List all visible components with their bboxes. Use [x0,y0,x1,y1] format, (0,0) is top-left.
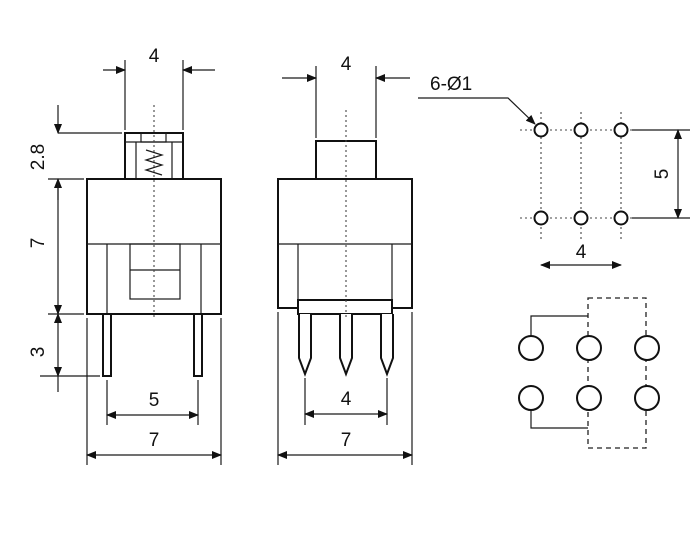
circuit-schematic [518,297,660,449]
side-dim-pin-spacing: 4 [341,389,352,410]
front-dim-actuator-height: 2.8 [28,144,49,170]
front-window [129,243,181,300]
hole [573,210,589,226]
contact [634,335,660,361]
pcb-layout: 6-Ø1 5 4 [418,74,690,269]
side-dim-actuator-width: 4 [341,54,352,75]
pcb-dim-col-spacing: 4 [576,242,587,263]
dashed-switch-box [587,297,647,449]
front-dim-pin-spacing: 5 [149,390,160,411]
pcb-dim-row-spacing: 5 [652,169,673,180]
hole [533,122,549,138]
front-dim-pin-length: 3 [28,347,49,358]
hole [613,122,629,138]
front-pin-left [102,313,112,377]
side-base [297,299,393,315]
hole [613,210,629,226]
hole-callout: 6-Ø1 [430,74,472,95]
side-pin-left [298,314,312,377]
front-view: 4 2.8 7 3 5 7 [28,46,222,465]
hole [573,122,589,138]
contact [634,385,660,411]
side-pin-right [380,314,394,377]
front-dim-actuator-width: 4 [149,46,160,67]
contact [518,385,544,411]
contact [576,335,602,361]
front-dim-body-height: 7 [28,238,49,249]
contact [518,335,544,361]
hole [533,210,549,226]
side-view: 4 4 7 [277,54,413,465]
spring-icon [143,149,165,176]
front-dim-body-width: 7 [149,430,160,451]
side-pin-middle [339,314,353,377]
contact [576,385,602,411]
side-dim-body-width: 7 [341,430,352,451]
front-pin-right [193,313,203,377]
